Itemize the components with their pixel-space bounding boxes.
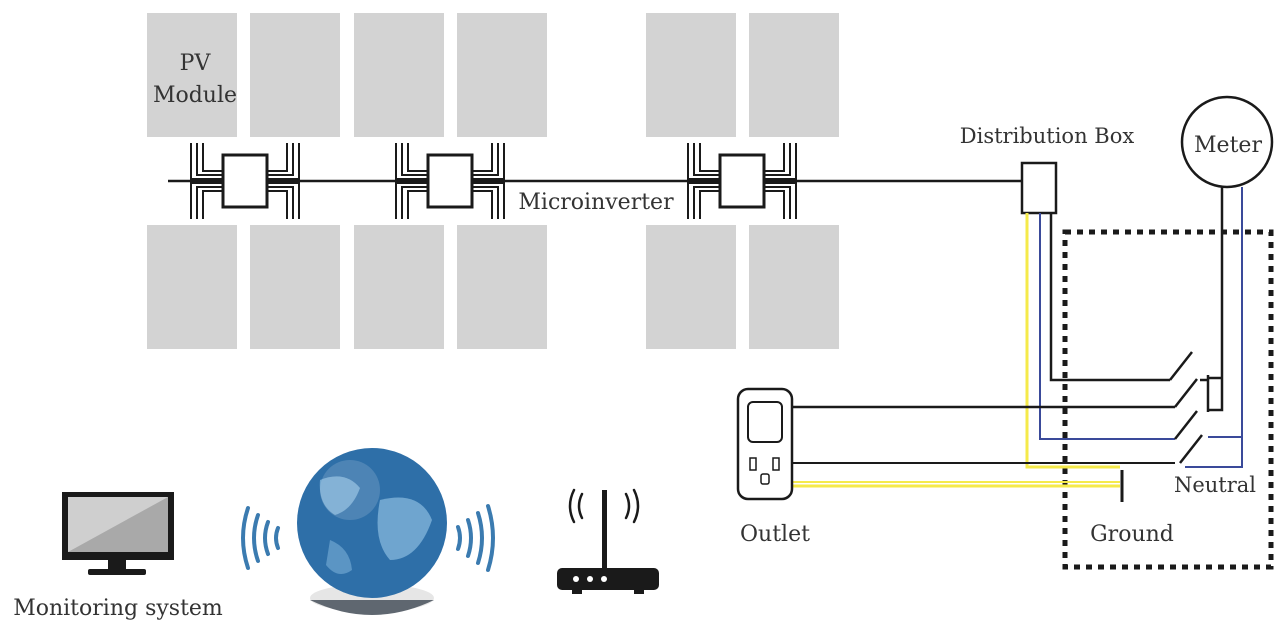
house-boundary <box>1062 229 1274 570</box>
outlet-label: Outlet <box>740 522 810 547</box>
pv-panel <box>749 225 839 349</box>
pv-panel <box>147 13 237 137</box>
monitor-icon <box>62 492 174 575</box>
wifi-signal-icon <box>456 504 495 572</box>
pv-panels-bottom <box>147 225 839 349</box>
pv-panel <box>457 225 547 349</box>
pv-panel <box>749 13 839 137</box>
meter <box>1180 95 1274 189</box>
microinverter-label: Microinverter <box>518 190 674 215</box>
distribution-box-label: Distribution Box <box>960 124 1135 148</box>
pv-module-label-line1: PV <box>180 51 212 76</box>
switch-icon <box>1169 351 1210 464</box>
pv-panel <box>457 13 547 137</box>
pv-panel <box>250 225 340 349</box>
ground-label: Ground <box>1090 522 1174 547</box>
meter-label: Meter <box>1194 133 1262 158</box>
pv-panels-top <box>147 13 839 137</box>
globe-icon <box>297 448 447 615</box>
router-icon <box>557 490 659 594</box>
pv-panel <box>646 13 736 137</box>
wifi-signal-icon <box>241 506 280 570</box>
pv-panel <box>354 13 444 137</box>
outlet-wires <box>792 405 1175 488</box>
pv-module-label-line2: Module <box>153 83 237 108</box>
pv-panel <box>354 225 444 349</box>
pv-panel <box>646 225 736 349</box>
outlet-icon <box>736 387 794 501</box>
distribution-box <box>1020 161 1058 215</box>
neutral-label: Neutral <box>1174 473 1256 497</box>
wifi-signal-icon <box>568 488 640 524</box>
distribution-wires <box>1025 213 1175 469</box>
monitoring-system-label: Monitoring system <box>13 596 223 621</box>
pv-panel <box>250 13 340 137</box>
meter-wires <box>1185 187 1243 468</box>
pv-panel <box>147 225 237 349</box>
